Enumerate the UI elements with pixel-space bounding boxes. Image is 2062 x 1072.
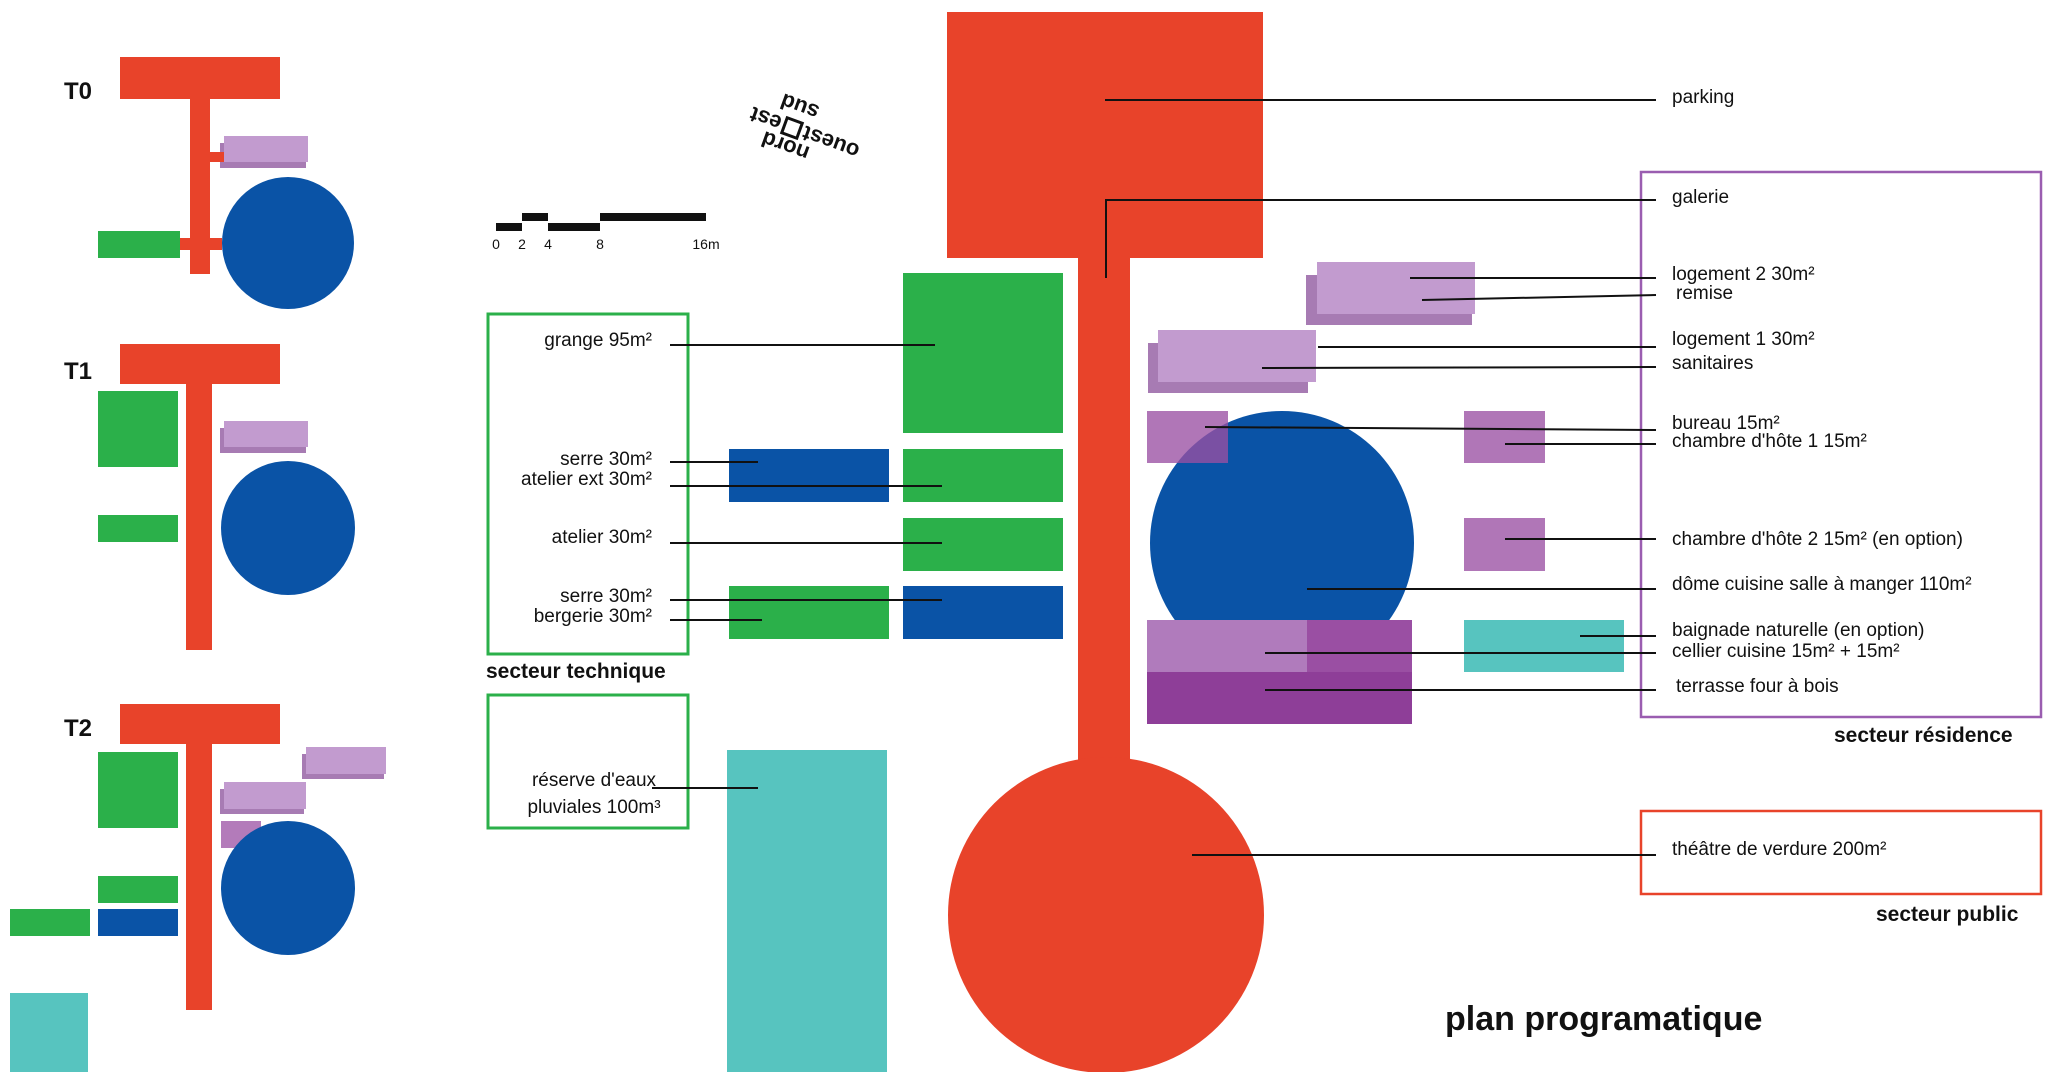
- t1-galerie: [186, 384, 212, 650]
- atelier-block: [903, 518, 1063, 571]
- logement2-block: [1317, 262, 1475, 314]
- label-chambre1: chambre d'hôte 1 15m²: [1672, 431, 1867, 452]
- label-theatre: théâtre de verdure 200m²: [1672, 839, 1886, 860]
- scale-tick-16: 16m: [692, 236, 719, 252]
- label-chambre2: chambre d'hôte 2 15m² (en option): [1672, 529, 1963, 550]
- label-parking: parking: [1672, 87, 1734, 108]
- public-frame: [1639, 809, 2043, 896]
- chambre2-block: [1464, 518, 1545, 571]
- label-serre1: serre 30m²: [560, 449, 652, 470]
- t1-dome: [221, 461, 355, 595]
- phase-label-t1: T1: [64, 358, 93, 385]
- phase-label-t2: T2: [64, 715, 93, 742]
- logement1-block: [1158, 330, 1316, 382]
- plan-labels: parking galerie logement 2 30m² remise l…: [521, 87, 1972, 860]
- bureau-block: [1147, 411, 1228, 463]
- scale-tick-0: 0: [492, 236, 500, 252]
- t2-bergerie: [10, 909, 90, 936]
- technique-frame-2: [486, 693, 690, 830]
- theatre-circle: [948, 757, 1264, 1072]
- phase-label-t0: T0: [64, 78, 93, 105]
- galerie-spine: [1078, 238, 1130, 786]
- label-atelier-ext: atelier ext 30m²: [521, 469, 652, 490]
- serre-block-1: [729, 449, 889, 502]
- leader-sanitaires: [1261, 366, 1657, 369]
- t2-grange: [98, 752, 178, 828]
- technique-frame-1: [486, 312, 690, 656]
- scale-seg-3: [548, 223, 600, 231]
- t0-logement: [224, 136, 308, 162]
- t2-reserve: [10, 993, 88, 1072]
- grange-block: [903, 273, 1063, 433]
- serre-block-2: [903, 586, 1063, 639]
- scale-seg-4: [600, 213, 706, 221]
- label-reserve-1: réserve d'eaux: [532, 770, 657, 791]
- label-cellier: cellier cuisine 15m² + 15m²: [1672, 641, 1900, 662]
- phase-t2-miniature: [10, 704, 386, 1072]
- label-bureau: bureau 15m²: [1672, 413, 1780, 434]
- label-logement1: logement 1 30m²: [1672, 329, 1815, 350]
- t2-dome: [221, 821, 355, 955]
- phase-t1-miniature: [98, 344, 355, 650]
- t1-atelier: [98, 515, 178, 542]
- sector-residence-title: secteur résidence: [1834, 724, 2013, 747]
- label-serre2: serre 30m²: [560, 586, 652, 607]
- scale-seg-1: [496, 223, 522, 231]
- t0-galerie: [190, 99, 210, 274]
- t0-parking: [120, 57, 280, 99]
- cellier-block-2: [1307, 620, 1412, 672]
- t1-logement: [224, 421, 308, 447]
- label-reserve-2: pluviales 100m³: [527, 797, 660, 818]
- sector-public-title: secteur public: [1876, 903, 2019, 926]
- compass-sud: sud: [777, 88, 822, 125]
- label-baignade: baignade naturelle (en option): [1672, 620, 1924, 641]
- t2-galerie: [186, 744, 212, 1010]
- label-grange: grange 95m²: [544, 330, 652, 351]
- t0-branch-2: [180, 238, 222, 250]
- leader-bureau: [1204, 426, 1657, 431]
- t2-atelier-ext: [98, 876, 178, 903]
- baignade-block: [1464, 620, 1624, 672]
- scale-bar: 0 2 4 8 16m: [492, 213, 720, 252]
- compass-center-icon: [779, 115, 805, 141]
- t0-grange: [98, 231, 180, 258]
- compass-rose: nord sud est ouest: [746, 88, 863, 166]
- t2-logement2: [306, 747, 386, 774]
- label-atelier: atelier 30m²: [552, 527, 652, 548]
- atelier-ext-block: [903, 449, 1063, 502]
- label-remise: remise: [1676, 283, 1733, 304]
- t2-serre: [98, 909, 178, 936]
- scale-tick-8: 8: [596, 236, 604, 252]
- label-galerie: galerie: [1672, 187, 1729, 208]
- leader-remise: [1421, 294, 1657, 301]
- t2-parking: [120, 704, 280, 744]
- leader-galerie: [1105, 199, 1656, 278]
- label-bergerie: bergerie 30m²: [534, 606, 652, 627]
- label-logement2: logement 2 30m²: [1672, 264, 1815, 285]
- t1-grange: [98, 391, 178, 467]
- t1-parking: [120, 344, 280, 384]
- chambre1-block: [1464, 411, 1545, 463]
- reserve-block: [727, 750, 887, 1072]
- phase-t0-miniature: [98, 57, 354, 309]
- label-terrasse: terrasse four à bois: [1676, 676, 1839, 697]
- sector-technique-title: secteur technique: [486, 660, 666, 683]
- label-dome: dôme cuisine salle à manger 110m²: [1672, 574, 1972, 595]
- bergerie-block: [729, 586, 889, 639]
- t0-branch-1: [210, 152, 224, 162]
- scale-seg-2: [522, 213, 548, 221]
- label-sanitaires: sanitaires: [1672, 353, 1753, 374]
- plan-title: plan programatique: [1445, 1000, 1763, 1038]
- t2-logement1: [224, 782, 306, 809]
- t0-dome: [222, 177, 354, 309]
- scale-tick-4: 4: [544, 236, 552, 252]
- scale-tick-2: 2: [518, 236, 526, 252]
- leader-lines: [652, 99, 1657, 856]
- cellier-block-1: [1147, 620, 1307, 672]
- dome-circle: [1150, 411, 1414, 675]
